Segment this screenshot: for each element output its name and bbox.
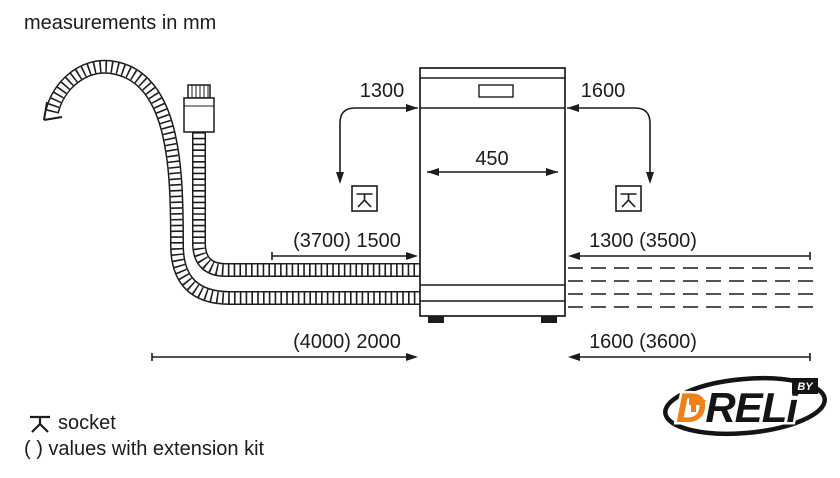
- logo-swoosh: [663, 375, 827, 437]
- dishwasher: [419, 67, 566, 323]
- tap-connector-icon: [187, 84, 211, 99]
- control-display: [478, 84, 514, 98]
- dim-label-1600-3600: 1600 (3600): [589, 331, 697, 353]
- socket-icon-right: [615, 185, 642, 212]
- page-title: measurements in mm: [24, 12, 216, 34]
- dim-right-upper: 1300 (3500): [568, 230, 811, 260]
- dashed-extension-lines: [568, 267, 814, 308]
- legend-extension-note: ( ) values with extension kit: [24, 438, 265, 460]
- legend-socket-label: socket: [58, 412, 116, 434]
- dim-label-450: 450: [475, 148, 508, 170]
- dim-left-socket: 1300: [336, 80, 418, 184]
- drill-icon: [689, 397, 707, 412]
- socket-icon-left: [351, 185, 378, 212]
- dim-label-4000-2000: (4000) 2000: [293, 331, 401, 353]
- dim-label-1300: 1300: [360, 80, 405, 102]
- socket-icon: [30, 415, 50, 433]
- dim-label-1600: 1600: [581, 80, 626, 102]
- brand-logo: DRELi BY: [663, 375, 827, 437]
- legend: socket ( ) values with extension kit: [24, 412, 265, 460]
- appliance-foot: [541, 316, 557, 323]
- aquastop-valve: [183, 84, 215, 133]
- hose-end-arrow-icon: [43, 101, 63, 121]
- dim-appliance-width: 450: [427, 148, 558, 176]
- dim-supply-hose: (3700) 1500: [271, 230, 418, 260]
- logo-by-badge: [792, 378, 818, 394]
- dim-label-1300-3500: 1300 (3500): [589, 230, 697, 252]
- drain-hose: [43, 67, 421, 298]
- dim-drain-hose: (4000) 2000: [151, 331, 418, 361]
- logo-by-label: BY: [797, 381, 814, 393]
- appliance-foot: [428, 316, 444, 323]
- dim-right-socket: 1600: [567, 80, 654, 184]
- dim-label-3700-1500: (3700) 1500: [293, 230, 401, 252]
- dim-right-lower: 1600 (3600): [568, 331, 811, 361]
